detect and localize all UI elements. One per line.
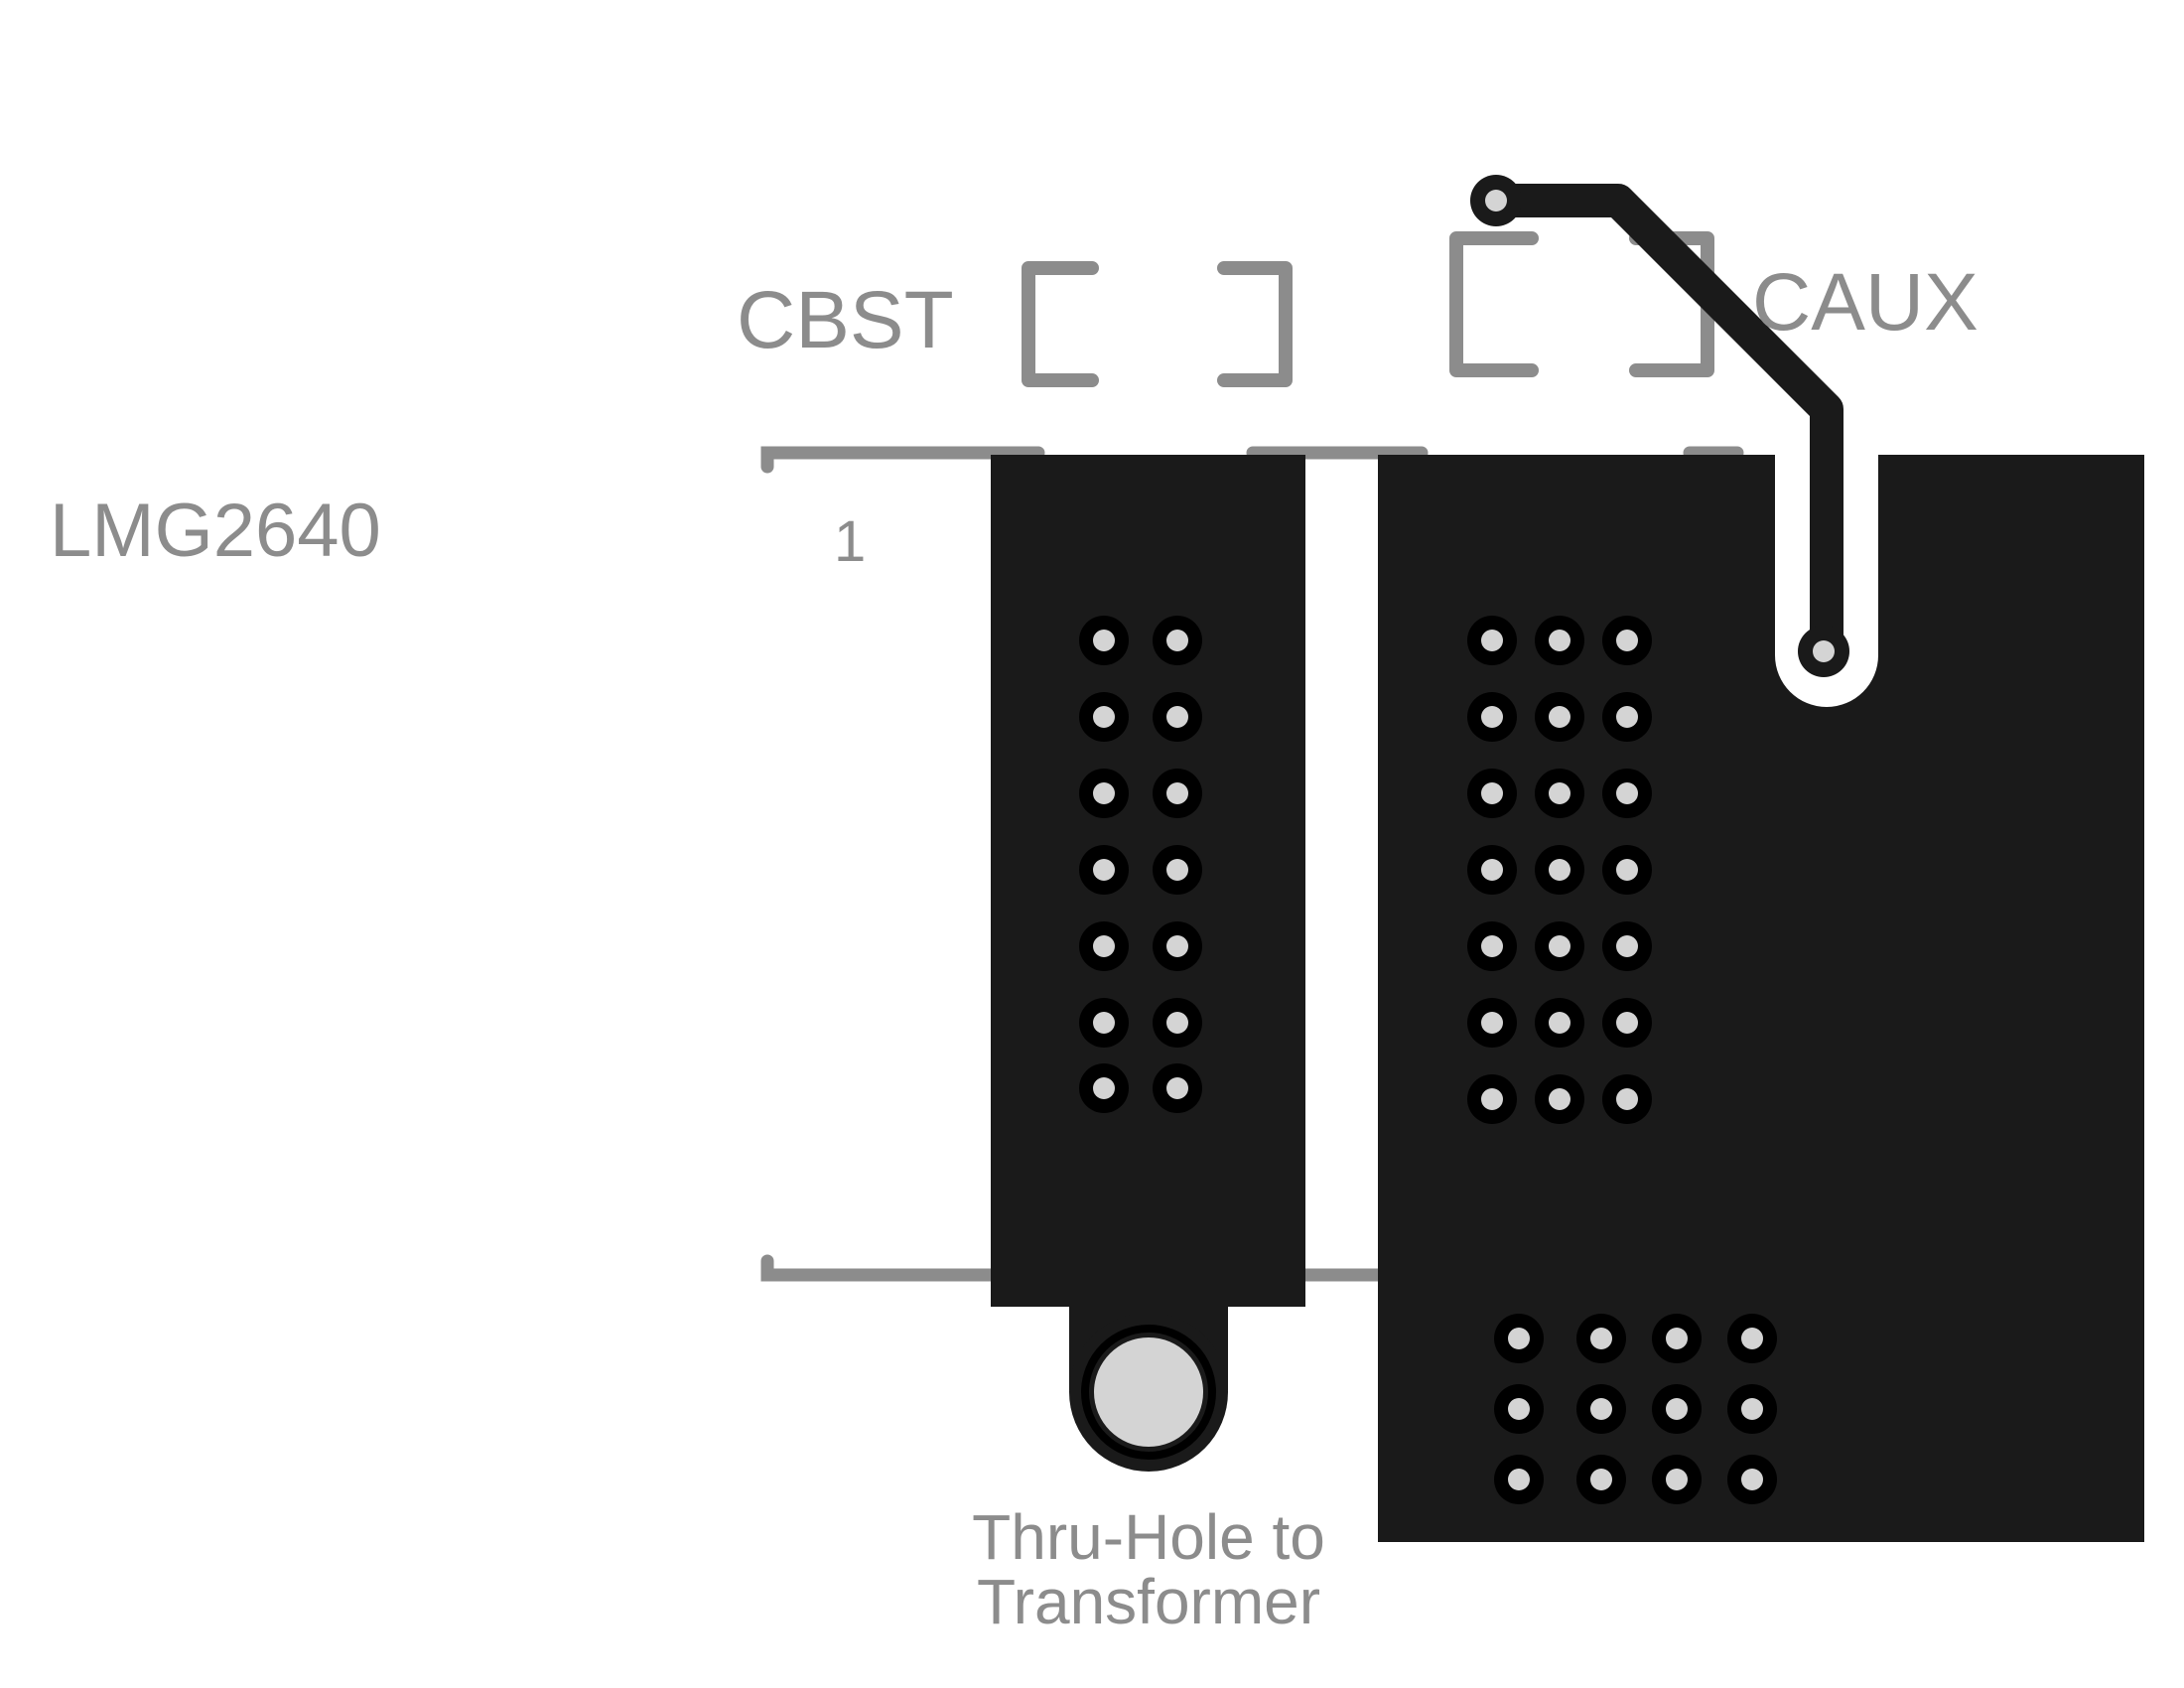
via [1652,1455,1702,1504]
via [1535,998,1584,1048]
via [1079,616,1129,665]
via [1576,1314,1626,1363]
via [1602,921,1652,971]
via [1602,845,1652,895]
via [1602,616,1652,665]
via [1602,692,1652,742]
thru-hole-label-line1: Thru-Hole to [972,1501,1325,1573]
via [1467,616,1517,665]
caux-trace [1479,184,1843,672]
caux-trace-via-bottom-drill [1813,640,1835,662]
via [1494,1314,1544,1363]
via [1153,692,1202,742]
via [1727,1314,1777,1363]
via [1079,921,1129,971]
via [1153,616,1202,665]
right-pad-lower-via-array [1494,1314,1777,1504]
right-pad-upper-via-array [1467,616,1652,1124]
via [1467,998,1517,1048]
via [1467,692,1517,742]
left-pad-via-array [1079,616,1202,1113]
via [1535,921,1584,971]
via [1727,1384,1777,1434]
via [1535,692,1584,742]
caux-label: CAUX [1752,257,1979,348]
via [1079,692,1129,742]
via [1079,845,1129,895]
via [1576,1455,1626,1504]
cbst-capacitor-outline [1022,261,1293,387]
via [1535,845,1584,895]
via [1079,1063,1129,1113]
caux-trace-via-top-drill [1485,190,1507,211]
pin-one-marker: 1 [834,509,866,574]
via [1467,921,1517,971]
via [1153,769,1202,818]
via [1153,845,1202,895]
via [1652,1384,1702,1434]
via [1652,1314,1702,1363]
via [1153,921,1202,971]
via [1467,769,1517,818]
via [1576,1384,1626,1434]
via [1602,1074,1652,1124]
via [1467,845,1517,895]
via [1535,1074,1584,1124]
cbst-label: CBST [737,275,954,365]
via [1079,998,1129,1048]
via [1602,769,1652,818]
via [1467,1074,1517,1124]
via [1602,998,1652,1048]
component-label: LMG2640 [50,489,381,573]
via [1079,769,1129,818]
outline-top-edge [760,446,1045,474]
via [1153,998,1202,1048]
thru-hole-ring-outline [1081,1325,1216,1460]
via [1494,1384,1544,1434]
left-copper-pad [991,455,1305,1307]
outline-bottom-edge [760,1254,1002,1282]
via [1535,616,1584,665]
thru-hole-drill [1094,1337,1203,1447]
via [1153,1063,1202,1113]
thru-hole-label-line2: Transformer [977,1566,1320,1637]
component-outline [760,446,1744,1282]
via [1535,769,1584,818]
via [1494,1455,1544,1504]
via [1727,1455,1777,1504]
